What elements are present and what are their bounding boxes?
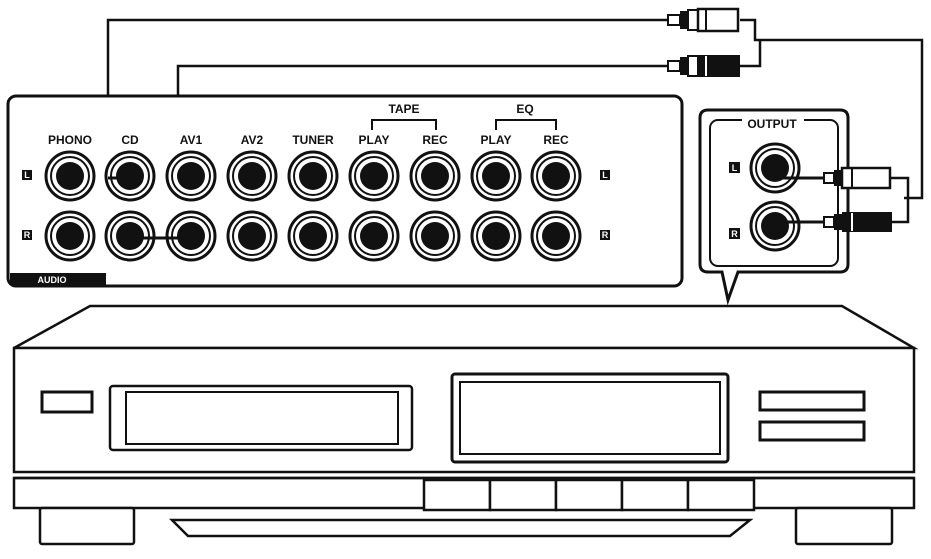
- audio-badge: AUDIO: [38, 275, 67, 285]
- group-label-tape: TAPE: [388, 102, 419, 116]
- group-label-eq: EQ: [516, 102, 533, 116]
- input-jack-4-left[interactable]: [287, 150, 339, 202]
- output-jack-right[interactable]: [749, 200, 801, 252]
- input-jack-8-left[interactable]: [530, 150, 582, 202]
- tape-bracket: [371, 119, 437, 130]
- disc-tray[interactable]: [108, 384, 414, 452]
- input-jack-3-right[interactable]: [226, 210, 278, 262]
- transport-button-1[interactable]: [422, 478, 492, 512]
- input-jack-4-right[interactable]: [287, 210, 339, 262]
- rca-plug-top-white: [667, 7, 740, 33]
- jack-labels: PHONO CD AV1 AV2 TUNER PLAY REC PLAY REC: [48, 133, 569, 147]
- input-jack-7-left[interactable]: [470, 150, 522, 202]
- input-jack-6-left[interactable]: [409, 150, 461, 202]
- input-jacks: [44, 150, 582, 262]
- input-jack-0-right[interactable]: [44, 210, 96, 262]
- transport-button-5[interactable]: [686, 478, 756, 512]
- cable-loop-right: [740, 18, 924, 200]
- jack-label-3: AV2: [241, 133, 264, 147]
- input-jack-5-right[interactable]: [348, 210, 400, 262]
- audio-input-panel: AUDIO L R L R TAPE EQ PHONO CD AV1 AV2 TUNER…: [6, 94, 684, 288]
- output-title: OUTPUT: [747, 117, 797, 131]
- side-right-marker: R: [24, 230, 31, 240]
- input-jack-1-left[interactable]: [104, 150, 156, 202]
- transport-button-2[interactable]: [488, 478, 558, 512]
- output-left-marker: L: [732, 163, 738, 173]
- control-button-top[interactable]: [758, 390, 866, 412]
- output-panel: OUTPUT L R: [698, 108, 850, 306]
- power-button[interactable]: [40, 390, 94, 414]
- transport-button-3[interactable]: [554, 478, 624, 512]
- input-jack-0-left[interactable]: [44, 150, 96, 202]
- rca-plug-output-black: [823, 212, 892, 232]
- output-right-marker: R: [731, 229, 738, 239]
- input-jack-2-right[interactable]: [165, 210, 217, 262]
- jack-label-1: CD: [121, 133, 139, 147]
- side-left-marker-right: L: [602, 170, 608, 180]
- input-jack-6-right[interactable]: [409, 210, 461, 262]
- jack-label-2: AV1: [180, 133, 203, 147]
- cable-loop-right-2: [740, 40, 762, 68]
- rca-plug-top-black: [667, 55, 740, 77]
- output-jack-left[interactable]: [749, 142, 801, 194]
- control-button-bottom[interactable]: [758, 420, 866, 442]
- jack-label-6: REC: [422, 133, 448, 147]
- input-jack-1-right[interactable]: [104, 210, 156, 262]
- jack-label-0: PHONO: [48, 133, 92, 147]
- input-jack-8-right[interactable]: [530, 210, 582, 262]
- side-left-marker: L: [24, 170, 30, 180]
- display-window: [450, 372, 730, 464]
- eq-bracket: [495, 119, 557, 130]
- cable-output-left: [890, 176, 910, 224]
- input-jack-2-left[interactable]: [165, 150, 217, 202]
- input-jack-5-left[interactable]: [348, 150, 400, 202]
- jack-label-5: PLAY: [359, 133, 390, 147]
- input-jack-3-left[interactable]: [226, 150, 278, 202]
- rca-plug-output-white: [823, 166, 892, 190]
- jack-label-4: TUNER: [292, 133, 334, 147]
- input-jack-7-right[interactable]: [470, 210, 522, 262]
- side-right-marker-right: R: [602, 230, 609, 240]
- transport-button-4[interactable]: [620, 478, 690, 512]
- jack-label-7: PLAY: [481, 133, 512, 147]
- jack-label-8: REC: [543, 133, 569, 147]
- transport-buttons: [422, 478, 756, 512]
